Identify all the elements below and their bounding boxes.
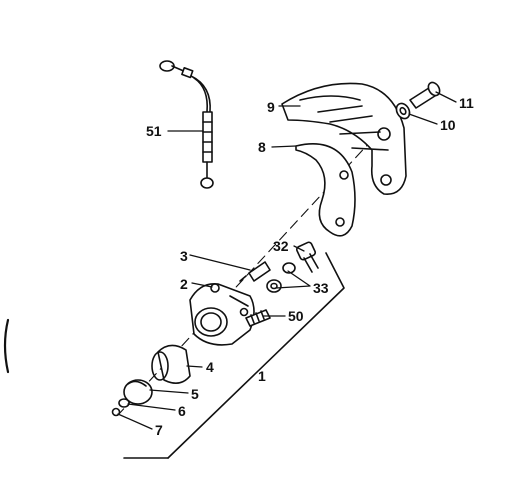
callout-4: 4 xyxy=(206,359,214,375)
assembly-axis xyxy=(117,114,396,416)
callout-6: 6 xyxy=(178,403,186,419)
caliper-bracket-part-9 xyxy=(281,82,407,195)
bleed-screw-part-32 xyxy=(295,241,319,273)
callout-5: 5 xyxy=(191,386,199,402)
assembly-bracket-1 xyxy=(123,252,345,459)
callout-9: 9 xyxy=(267,99,275,115)
dust-boot-part-6 xyxy=(118,398,130,408)
callout-2: 2 xyxy=(180,276,188,292)
cap-part-33 xyxy=(266,262,296,293)
callout-50: 50 xyxy=(288,308,304,324)
bleeder-valve-part-3 xyxy=(239,261,271,282)
scan-edge-mark xyxy=(3,318,10,374)
callout-33: 33 xyxy=(313,280,329,296)
brake-hose-part-51 xyxy=(159,60,214,189)
disc-guard-part-8 xyxy=(295,143,356,237)
callout-51: 51 xyxy=(146,123,162,139)
leader-lines xyxy=(117,91,457,430)
washer-part-10 xyxy=(395,102,411,120)
callout-10: 10 xyxy=(440,117,456,133)
seal-part-4 xyxy=(151,344,191,384)
caliper-housing-part-2 xyxy=(189,283,255,346)
callout-32: 32 xyxy=(273,238,289,254)
callout-11: 11 xyxy=(459,95,474,111)
bolt-part-50 xyxy=(245,309,271,327)
callout-7: 7 xyxy=(155,422,163,438)
callout-1: 1 xyxy=(258,368,266,384)
callout-8: 8 xyxy=(258,139,266,155)
callout-3: 3 xyxy=(180,248,188,264)
piston-part-5 xyxy=(123,379,153,405)
bolt-part-11 xyxy=(409,81,441,109)
